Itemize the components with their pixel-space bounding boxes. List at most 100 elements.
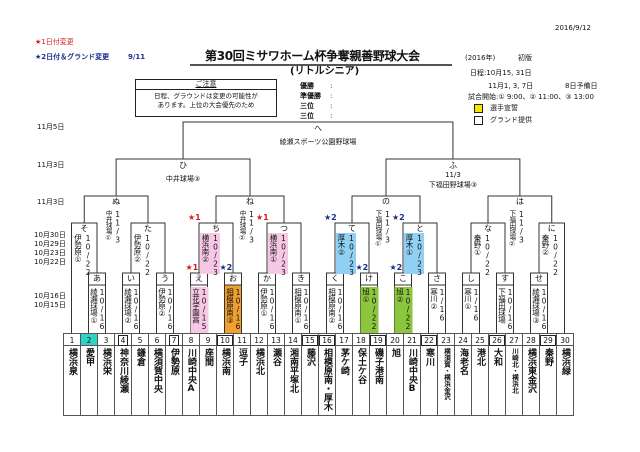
schedule-label-2: 11月1, 3, 7日: [488, 82, 534, 90]
game-date: 10/16: [505, 288, 515, 331]
team-number: 24: [458, 336, 468, 345]
team-name: 鎌倉: [135, 348, 145, 366]
game-label: か: [263, 274, 271, 283]
game-date: 10/16: [335, 288, 345, 331]
team-name: 横浜緑: [560, 348, 570, 375]
team-name: 秦野: [543, 348, 553, 366]
team-name: 川崎中央A: [186, 348, 196, 394]
change-note-1: ★1日付変更: [35, 38, 74, 46]
legend-swatch-white: [474, 116, 483, 125]
game-date: 10/23: [347, 234, 356, 277]
result-third-label-2: 三位: [300, 112, 314, 120]
team-number: 11: [237, 336, 247, 345]
game-label: な: [484, 224, 492, 233]
result-winner-value: :: [330, 82, 333, 90]
game-venue: 下福田野球場③: [428, 181, 478, 189]
team-name-cell[interactable]: 横浜緑: [556, 346, 574, 416]
team-number: 3: [103, 336, 109, 345]
round-date-final: 11月5日: [37, 123, 65, 131]
game-venue: 綾瀬球場③: [531, 288, 541, 325]
game-venue: 綾瀬スポーツ公園野球場: [279, 138, 357, 146]
page-title: 第30回ミサワホーム杯争奪親善野球大会: [205, 49, 420, 63]
game-venue: 立花学園高: [191, 288, 201, 323]
schedule-label: 日程:10月15, 31日: [470, 69, 532, 77]
team-number: 16: [319, 335, 335, 346]
team-name: 逗子: [237, 348, 247, 366]
game-highlight: [336, 233, 356, 274]
team-number: 4: [117, 335, 129, 346]
team-name: 磯子港南: [373, 348, 383, 384]
game-highlight: [404, 233, 424, 274]
team-name: 川崎中央B: [407, 348, 417, 394]
game-venue: 下福田球場①: [374, 210, 382, 248]
team-number: 15: [302, 335, 318, 346]
team-number: 18: [356, 336, 366, 345]
round-date-quarterfinal: 11月3日: [37, 198, 65, 206]
change-note-2: ★2日付＆グランド変更: [35, 53, 110, 61]
team-number: 20: [390, 336, 400, 345]
round-date-r1-a: 10月16日: [34, 292, 66, 300]
game-label: あ: [93, 274, 101, 283]
round-date-r2-b: 10月29日: [34, 240, 66, 248]
team-number: 2: [86, 336, 92, 345]
round-date-r1-b: 10月15日: [34, 301, 66, 309]
game-label: と: [416, 224, 424, 233]
game-label: さ: [433, 274, 441, 283]
team-name: 横浜栄: [101, 348, 111, 375]
game-venue: 厚木①: [405, 234, 414, 257]
team-number: 21: [407, 336, 417, 345]
game-label: は: [515, 197, 524, 206]
game-venue: 寒川①: [463, 288, 473, 311]
game-label: つ: [280, 224, 288, 233]
edition-label: 初版: [518, 54, 532, 62]
team-name: 相模原南・厚木: [322, 348, 332, 411]
result-winner-label: 優勝: [300, 82, 314, 90]
legend-label-0: 選手宣誓: [490, 104, 518, 112]
game-date: 10/22: [369, 288, 379, 331]
game-date: 10/16: [267, 288, 277, 331]
result-third-value: :: [330, 102, 333, 110]
notice-box: ご注意 日程、グラウンドは変更の可能性が あります。上位の大会優先のため: [135, 79, 277, 117]
game-venue: 綾瀬球場①: [89, 288, 99, 325]
game-label: せ: [535, 274, 543, 283]
team-number: 14: [288, 336, 298, 345]
game-venue: 伊勢原②: [133, 234, 142, 264]
game-date: 11/3: [113, 210, 123, 244]
legend-label-1: グランド提供: [490, 116, 532, 124]
game-venue: 相模原南②: [327, 288, 337, 325]
game-label: ひ: [179, 161, 188, 170]
game-date: 10/16: [165, 288, 175, 331]
notice-heading: ご注意: [136, 80, 276, 90]
game-venue: 綾瀬球場②: [123, 288, 133, 325]
team-number: 5: [137, 336, 143, 345]
game-date: 1/16: [471, 288, 481, 322]
team-name: 座間: [203, 348, 213, 366]
game-venue: 伊勢原①: [73, 234, 83, 264]
team-number: 8: [188, 336, 194, 345]
game-date: 10/22: [83, 234, 93, 277]
team-number: 30: [560, 336, 570, 345]
team-number: 23: [441, 336, 451, 345]
team-number: 28: [526, 336, 536, 345]
round-date-r2-d: 10月22日: [34, 258, 66, 266]
title-underline: [190, 64, 452, 66]
legend-swatch-yellow: [474, 104, 483, 113]
result-third-value-2: :: [330, 112, 333, 120]
team-name: 海老名: [458, 348, 468, 375]
game-change-star: ★1: [256, 213, 269, 222]
game-label: え: [195, 274, 203, 283]
game-label: け: [365, 274, 373, 283]
game-date: 10/15: [199, 288, 209, 331]
team-name: 大和: [492, 348, 502, 366]
team-name: 愛甲: [84, 348, 94, 366]
game-date: 10/22: [483, 234, 492, 277]
game-venue: 伊勢原②: [157, 288, 167, 318]
game-venue: 厚木②: [337, 234, 346, 257]
result-runnerup-label: 準優勝: [300, 92, 321, 100]
team-number: 10: [217, 335, 233, 346]
team-number: 17: [339, 336, 349, 345]
game-change-star: ★2: [392, 213, 405, 222]
game-highlight: [190, 287, 209, 333]
game-date: 10/16: [233, 288, 243, 331]
